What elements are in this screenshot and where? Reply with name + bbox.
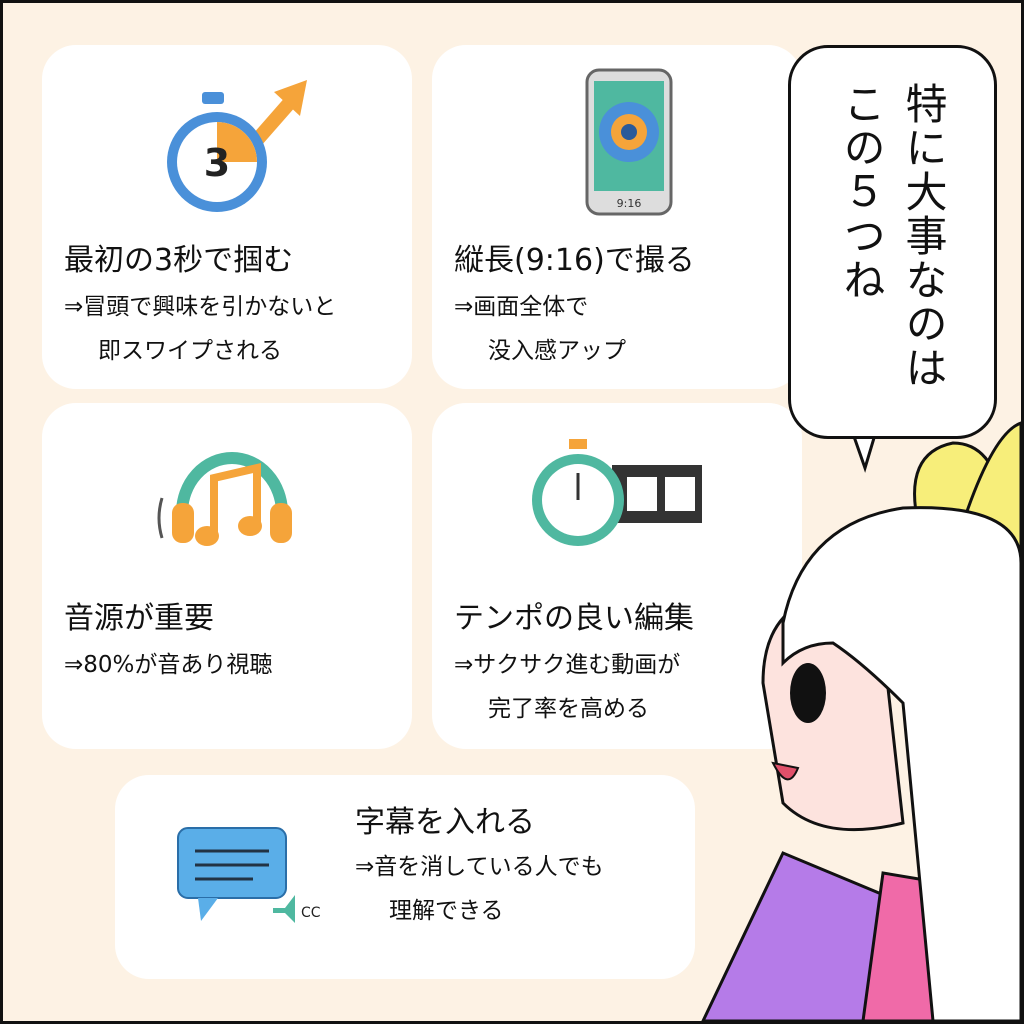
card-body: ⇒冒頭で興味を引かないと 即スワイプされる <box>64 294 337 364</box>
stopwatch-number: 3 <box>204 141 230 185</box>
card-title: テンポの良い編集 <box>454 601 694 636</box>
stopwatch-arrow-icon: 3 <box>167 80 307 212</box>
cc-label: CC <box>301 905 321 921</box>
caption-bubble-icon: CC <box>177 827 321 923</box>
card-title: 字幕を入れる <box>355 805 535 840</box>
card-body: ⇒サクサク進む動画が 完了率を高める <box>454 652 681 722</box>
tip-card-audio: 音源が重要 ⇒80%が音あり視聴 <box>42 403 412 749</box>
speech-bubble: 特に大事なのは この５つね <box>788 45 997 439</box>
card-body: ⇒音を消している人でも 理解できる <box>355 854 604 924</box>
tip-card-tempo-editing: テンポの良い編集 ⇒サクサク進む動画が 完了率を高める <box>432 403 802 749</box>
character-girl-illustration <box>701 421 1021 1021</box>
tip-card-subtitles: CC 字幕を入れる ⇒音を消している人でも 理解できる <box>115 775 695 979</box>
smartphone-icon: 9:16 <box>585 68 673 216</box>
speech-text: 特に大事なのは この５つね <box>837 82 948 390</box>
card-title: 音源が重要 <box>64 601 214 636</box>
stopwatch-film-icon <box>532 439 702 546</box>
card-body: ⇒80%が音あり視聴 <box>64 652 273 678</box>
tip-card-vertical-format: 9:16 縦長(9:16)で撮る ⇒画面全体で 没入感アップ <box>432 45 802 389</box>
tip-card-first-3-seconds: 3 最初の3秒で掴む ⇒冒頭で興味を引かないと 即スワイプされる <box>42 45 412 389</box>
card-title: 最初の3秒で掴む <box>64 243 294 278</box>
aspect-ratio-label: 9:16 <box>617 197 642 210</box>
headphones-music-icon <box>157 452 292 546</box>
card-body: ⇒画面全体で 没入感アップ <box>454 294 626 364</box>
card-title: 縦長(9:16)で撮る <box>454 243 695 278</box>
